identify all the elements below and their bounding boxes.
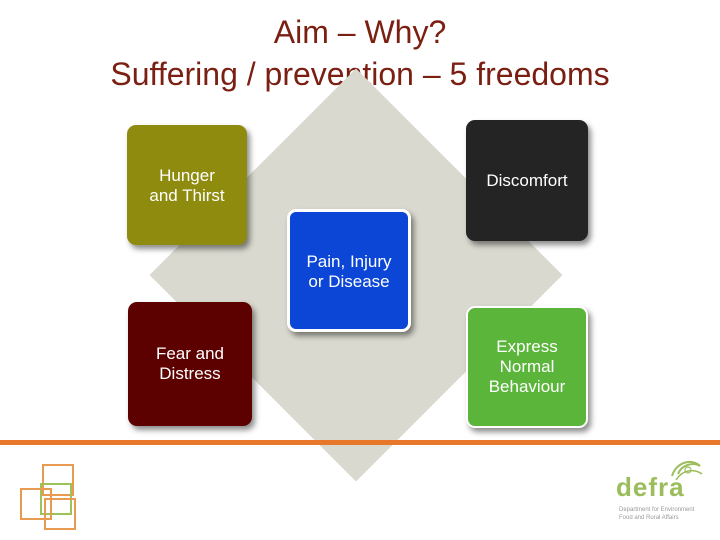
freedom-hunger-thirst-box: Hunger and Thirst [127,125,247,245]
footer-divider [0,440,720,445]
freedom-pain-injury-disease-label: Pain, Injury or Disease [306,252,392,291]
decorative-square [44,498,76,530]
freedom-discomfort-box: Discomfort [466,120,588,241]
logo-wordmark: defra [616,472,685,502]
freedom-express-behaviour-box: Express Normal Behaviour [466,306,588,428]
slide-title-line1: Aim – Why? [273,14,447,50]
logo-subtext: Department for Environment Food and Rura… [619,507,695,521]
freedom-pain-injury-disease-box: Pain, Injury or Disease [287,209,411,332]
decorative-square [20,488,52,520]
freedom-discomfort-label: Discomfort [486,170,568,190]
defra-logo: defra Department for Environment Food an… [616,456,710,534]
freedom-fear-distress-box: Fear and Distress [128,302,252,426]
freedom-hunger-thirst-label: Hunger and Thirst [149,166,225,205]
freedom-express-behaviour-label: Express Normal Behaviour [488,337,566,396]
freedom-fear-distress-label: Fear and Distress [155,344,225,383]
decorative-square [42,464,74,496]
swirl-icon [671,460,703,481]
